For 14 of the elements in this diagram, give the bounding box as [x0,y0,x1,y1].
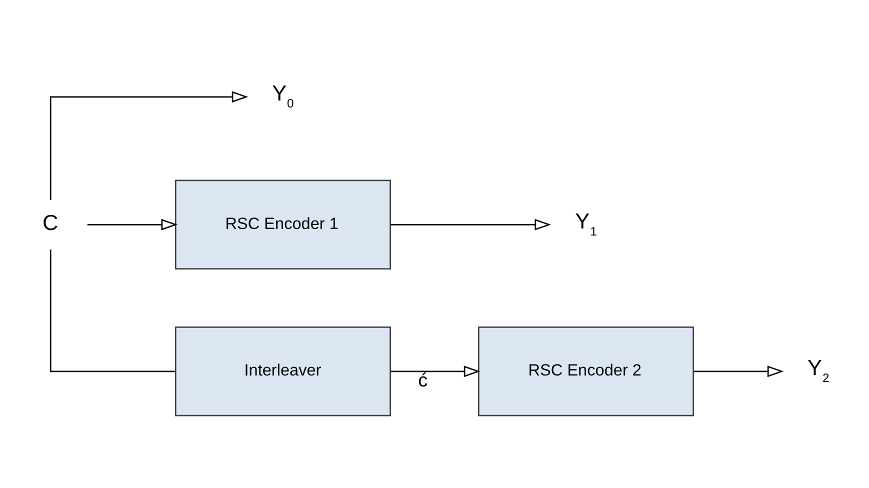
node-text: Y$_{0}$ [272,80,294,111]
arrow [390,218,552,230]
node-box: RSC Encoder 2 [478,326,694,416]
arrow [87,218,178,230]
arrow [390,366,480,378]
node-text: C [42,210,58,235]
node-box: Interleaver [174,326,392,416]
node-text: Y$_{2}$ [808,355,830,386]
arrow [694,366,784,378]
node-box: RSC Encoder 1 [174,180,392,270]
edge-label: ć [418,370,428,392]
arrow [50,91,248,200]
connector [50,250,175,372]
node-text: Y$_{1}$ [575,208,597,238]
